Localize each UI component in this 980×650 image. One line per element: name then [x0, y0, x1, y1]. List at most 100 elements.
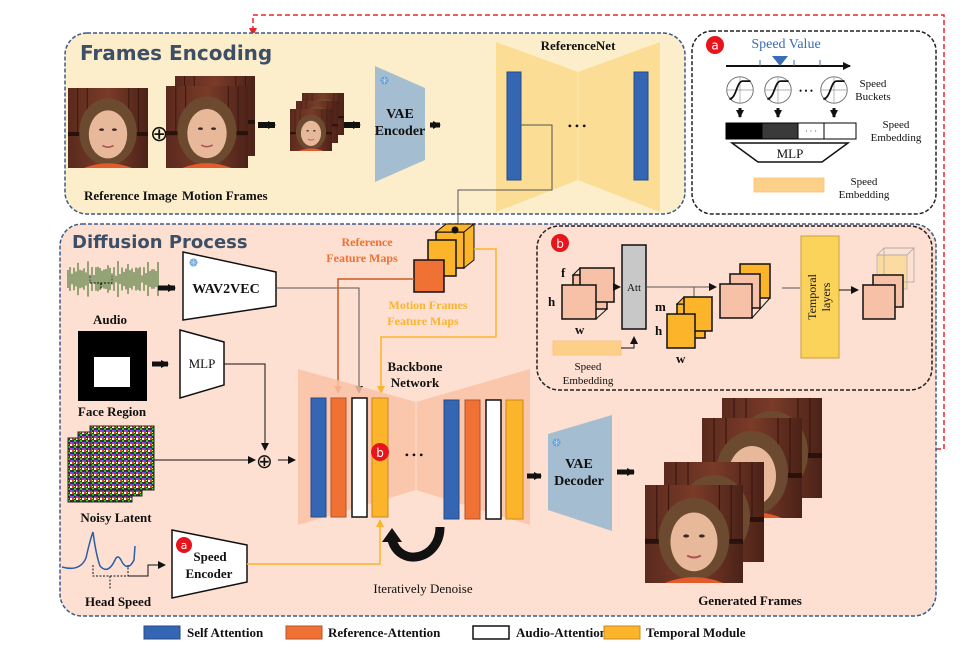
bucket-ellipsis: • • •	[799, 86, 813, 96]
speed-embedding-2-label-1: Speed	[851, 176, 878, 188]
dim-w2-label: w	[676, 351, 686, 366]
vae-decoder-label-2: Decoder	[554, 474, 604, 489]
backbone-label-2: Network	[391, 375, 440, 390]
panel-b-speed-embedding-label-2: Embedding	[563, 375, 614, 387]
speed-embedding-1-label-2: Embedding	[871, 132, 922, 144]
speed-value-label: Speed Value	[751, 37, 820, 52]
speed-embedding-1-label-1: Speed	[883, 119, 910, 131]
speed-embedding-vector	[725, 122, 857, 140]
cell-ellipsis: · · ·	[805, 127, 817, 136]
vae-decoder	[548, 415, 612, 531]
wav2vec-label: WAV2VEC	[192, 282, 259, 297]
dim-h2-label: h	[655, 323, 663, 338]
iteratively-denoise-icon	[387, 526, 445, 562]
frozen-icon-wav2vec	[189, 258, 198, 267]
legend: Self Attention Reference-Attention Audio…	[143, 625, 746, 640]
feature-maps-junction	[451, 226, 459, 234]
panel-a-mlp-label: MLP	[777, 146, 804, 161]
wav2vec-to-backbone-line	[276, 287, 363, 394]
vae-encoder-label-2: Encoder	[375, 124, 426, 139]
legend-label-self-attention: Self Attention	[187, 625, 264, 640]
motion-frames-label: Motion Frames	[182, 188, 268, 203]
legend-swatch-reference-attention	[285, 625, 323, 640]
referencenet-label: ReferenceNet	[541, 38, 616, 53]
combined-feature-cube	[719, 263, 771, 319]
legend-label-temporal-module: Temporal Module	[646, 625, 746, 640]
dim-f-label: f	[561, 265, 566, 280]
motion-feature-maps-cube	[427, 222, 476, 277]
noisy-latent-label: Noisy Latent	[80, 510, 152, 525]
backbone-temporal-module-2	[505, 399, 524, 520]
wav2vec-encoder	[182, 251, 277, 321]
temporal-layers-label-1: Temporal	[805, 273, 819, 319]
referencenet-self-attention-2	[633, 71, 649, 181]
reference-feature-maps-label-2: Feature Maps	[326, 251, 398, 265]
frozen-icon-vae-encoder	[380, 76, 389, 85]
motion-feature-maps-label-2: Feature Maps	[387, 314, 459, 328]
dim-h1-label: h	[548, 294, 556, 309]
referencenet-ellipsis: • • •	[568, 119, 587, 133]
face-region-label: Face Region	[78, 404, 147, 419]
speed-encoder-label-1: Speed	[193, 549, 227, 564]
backbone-ellipsis: • • •	[405, 448, 424, 462]
panel-a-mlp	[729, 142, 851, 163]
iteratively-denoise-label: Iteratively Denoise	[373, 581, 472, 596]
speed-bucket-3	[819, 75, 849, 105]
reference-feature-maps-label-1: Reference	[341, 235, 393, 249]
referencenet-self-attention-1	[506, 71, 522, 181]
panel-b-speed-embedding	[552, 340, 622, 356]
frozen-icon-vae-decoder	[552, 438, 561, 447]
backbone-badge-label: b	[376, 446, 384, 460]
backbone-self-attention-1	[310, 397, 327, 518]
speed-encoder-badge	[176, 537, 192, 553]
panel-b-speed-embedding-label-1: Speed	[575, 361, 602, 373]
reference-feature-maps-square	[413, 259, 445, 293]
legend-label-audio-attention: Audio-Attention	[516, 625, 608, 640]
audio-waveform	[67, 261, 159, 297]
speed-buckets-label-2: Buckets	[855, 91, 890, 103]
backbone-reference-attention-2	[464, 399, 481, 520]
reference-image	[68, 87, 148, 169]
legend-label-reference-attention: Reference-Attention	[328, 625, 441, 640]
small-frame-1	[290, 108, 332, 152]
temporal-layers-block	[800, 235, 840, 359]
backbone-reference-attention-1	[330, 397, 347, 518]
noisy-latent-1	[89, 425, 155, 491]
speed-embedding-output	[753, 177, 825, 193]
backbone-audio-attention-2	[485, 399, 502, 520]
speed-embedding-2-label-2: Embedding	[839, 189, 890, 201]
backbone-self-attention-2	[443, 399, 460, 520]
output-feature-cube	[862, 247, 915, 320]
panel-a-badge-label: a	[711, 39, 718, 53]
reference-image-label: Reference Image	[84, 188, 177, 203]
concat-symbol-top: ⊕	[150, 121, 168, 146]
temporal-layers-label-2: layers	[819, 282, 833, 311]
panel-b-badge	[551, 234, 569, 252]
sum-symbol: ⊕	[256, 451, 273, 473]
speed-encoder-badge-label: a	[181, 539, 188, 552]
backbone-label-1: Backbone	[388, 359, 443, 374]
speed-encoder-label-2: Encoder	[186, 566, 233, 581]
panel-a-badge	[706, 36, 724, 54]
backbone-audio-attention-1	[351, 397, 368, 518]
speed-bucket-1	[725, 75, 755, 105]
speed-encoder-to-backbone-line	[247, 519, 384, 565]
face-mlp-label: MLP	[189, 356, 216, 371]
vae-encoder	[375, 66, 425, 182]
generated-frame-1	[645, 484, 743, 584]
legend-swatch-self-attention	[143, 625, 181, 640]
referencenet-to-feature-maps-line	[457, 124, 553, 230]
speed-buckets-label-1: Speed	[860, 78, 887, 90]
motion-feature-cube	[666, 296, 714, 349]
generated-frames-label: Generated Frames	[698, 593, 802, 608]
attention-label: Att	[627, 282, 641, 294]
face-mlp	[179, 329, 225, 400]
diffusion-process-title: Diffusion Process	[72, 232, 248, 253]
audio-label: Audio	[93, 312, 127, 327]
mlp-to-sum-line	[224, 363, 269, 451]
dim-w1-label: w	[575, 322, 585, 337]
legend-swatch-temporal-module	[603, 625, 641, 640]
reference-maps-to-backbone-line	[334, 278, 414, 394]
backbone-badge	[371, 443, 389, 461]
